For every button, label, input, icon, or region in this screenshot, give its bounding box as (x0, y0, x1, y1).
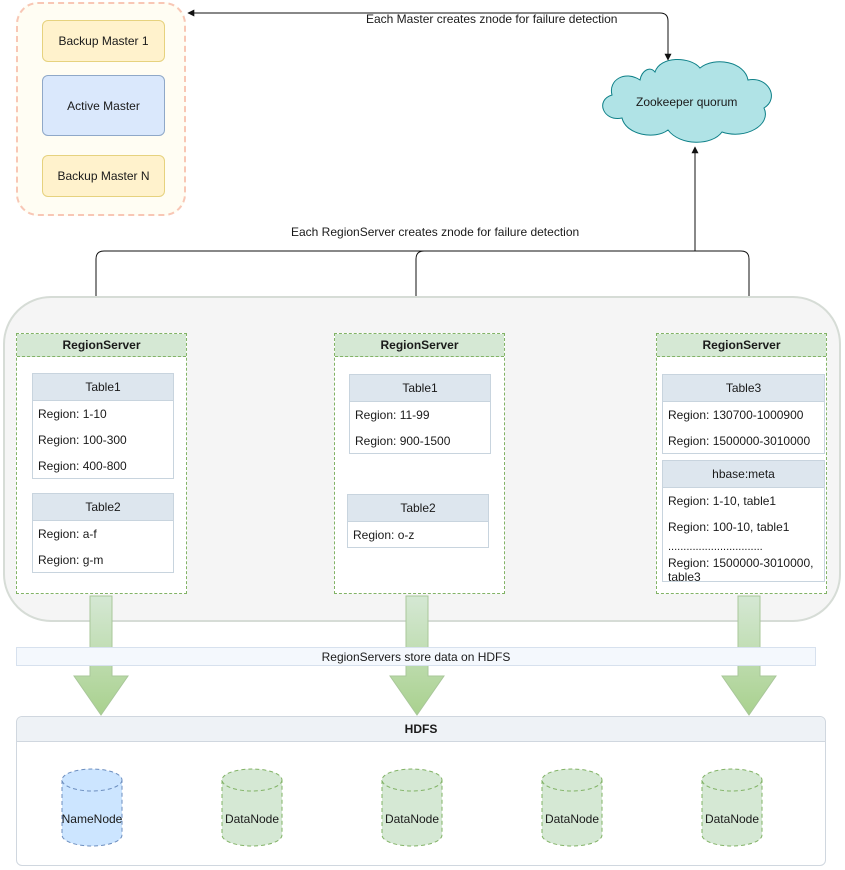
region-row: Region: a-f (38, 527, 97, 541)
region-row: Region: 1500000-3010000, table3 (668, 556, 814, 584)
region-row: Region: 11-99 (355, 408, 430, 422)
regionserver-3[interactable]: RegionServer Table3 Region: 130700-10009… (656, 333, 827, 594)
rs3-table3[interactable]: Table3 Region: 130700-1000900 Region: 15… (662, 374, 825, 454)
masters-group: Backup Master 1 Active Master Backup Mas… (16, 2, 186, 216)
region-row: Region: 1-10 (38, 407, 107, 421)
region-row: Region: o-z (353, 528, 415, 542)
table-name: Table2 (33, 494, 173, 521)
region-row: Region: 400-800 (38, 459, 127, 473)
datanode-label: DataNode (224, 812, 280, 826)
region-row: Region: 130700-1000900 (668, 408, 804, 422)
regionserver-edge-label: Each RegionServer creates znode for fail… (291, 225, 580, 239)
backup-master-1[interactable]: Backup Master 1 (42, 20, 165, 62)
backup-master-1-label: Backup Master 1 (58, 34, 149, 48)
rs2-table2[interactable]: Table2 Region: o-z (347, 494, 489, 548)
rs3-hbase-meta[interactable]: hbase:meta Region: 1-10, table1 Region: … (662, 460, 825, 584)
backup-master-n[interactable]: Backup Master N (42, 155, 165, 197)
table-name: Table3 (663, 375, 824, 402)
datanode-label: DataNode (384, 812, 440, 826)
master-edge-label: Each Master creates znode for failure de… (366, 12, 618, 26)
rs1-table2[interactable]: Table2 Region: a-f Region: g-m (32, 493, 174, 573)
table-name: Table1 (33, 374, 173, 401)
region-row: Region: 900-1500 (355, 434, 451, 448)
regionserver-2[interactable]: RegionServer Table1 Region: 11-99 Region… (334, 333, 505, 594)
namenode-label: NameNode (61, 812, 123, 826)
datanode-label: DataNode (544, 812, 600, 826)
regionserver-1[interactable]: RegionServer Table1 Region: 1-10 Region:… (16, 333, 187, 594)
active-master-label: Active Master (67, 98, 140, 113)
region-row-ellipsis: ............................... (668, 541, 763, 553)
active-master[interactable]: Active Master (42, 75, 165, 136)
regionserver-1-title: RegionServer (17, 334, 186, 357)
region-row: Region: 1500000-3010000 (668, 434, 811, 448)
rs1-table1[interactable]: Table1 Region: 1-10 Region: 100-300 Regi… (32, 373, 174, 479)
region-row: Region: 1-10, table1 (668, 494, 777, 508)
store-label: RegionServers store data on HDFS (16, 647, 816, 666)
table-name: hbase:meta (663, 461, 824, 488)
region-row: Region: 100-300 (38, 433, 127, 447)
zookeeper-label: Zookeeper quorum (636, 95, 738, 109)
datanode-label: DataNode (704, 812, 760, 826)
table-name: Table1 (350, 375, 490, 402)
rs2-table1[interactable]: Table1 Region: 11-99 Region: 900-1500 (349, 374, 491, 454)
hdfs-title: HDFS (17, 717, 825, 742)
table-name: Table2 (348, 495, 488, 522)
regionserver-3-title: RegionServer (657, 334, 826, 357)
region-row: Region: 100-10, table1 (668, 520, 790, 534)
hdfs-container: HDFS (16, 716, 826, 866)
backup-master-n-label: Backup Master N (57, 169, 150, 183)
region-row: Region: g-m (38, 553, 104, 567)
store-label-text: RegionServers store data on HDFS (321, 649, 511, 664)
regionserver-2-title: RegionServer (335, 334, 504, 357)
